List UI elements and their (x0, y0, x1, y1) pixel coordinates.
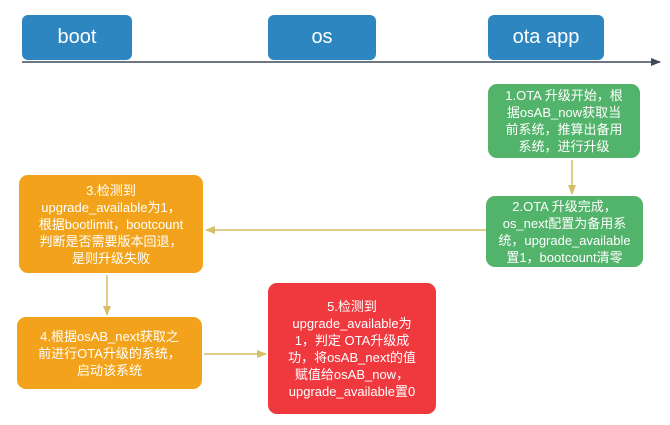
stage-ota-app-label: ota app (512, 26, 580, 48)
stage-boot-label: boot (57, 26, 97, 48)
step4-box: 4.根据osAB_next获取之 前进行OTA升级的系统， 启动该系统 (17, 317, 202, 389)
step4-text: 4.根据osAB_next获取之 前进行OTA升级的系统， 启动该系统 (38, 328, 181, 378)
step2-text: 2.OTA 升级完成， os_next配置为备用系 统，upgrade_avai… (498, 198, 631, 265)
step5-box: 5.检测到 upgrade_available为 1，判定 OTA升级成 功，将… (268, 283, 436, 414)
step1-text: 1.OTA 升级开始，根 据osAB_now获取当 前系统，推算出备用 系统，进… (505, 88, 623, 154)
stage-boot: boot (22, 15, 132, 60)
stage-ota-app: ota app (488, 15, 604, 60)
stage-os: os (268, 15, 376, 60)
stage-os-label: os (311, 26, 333, 48)
step3-box: 3.检测到 upgrade_available为1， 根据bootlimit，b… (19, 175, 203, 273)
step3-text: 3.检测到 upgrade_available为1， 根据bootlimit，b… (38, 182, 184, 266)
step1-box: 1.OTA 升级开始，根 据osAB_now获取当 前系统，推算出备用 系统，进… (488, 84, 640, 158)
step5-text: 5.检测到 upgrade_available为 1，判定 OTA升级成 功，将… (288, 298, 416, 399)
step2-box: 2.OTA 升级完成， os_next配置为备用系 统，upgrade_avai… (486, 196, 643, 267)
